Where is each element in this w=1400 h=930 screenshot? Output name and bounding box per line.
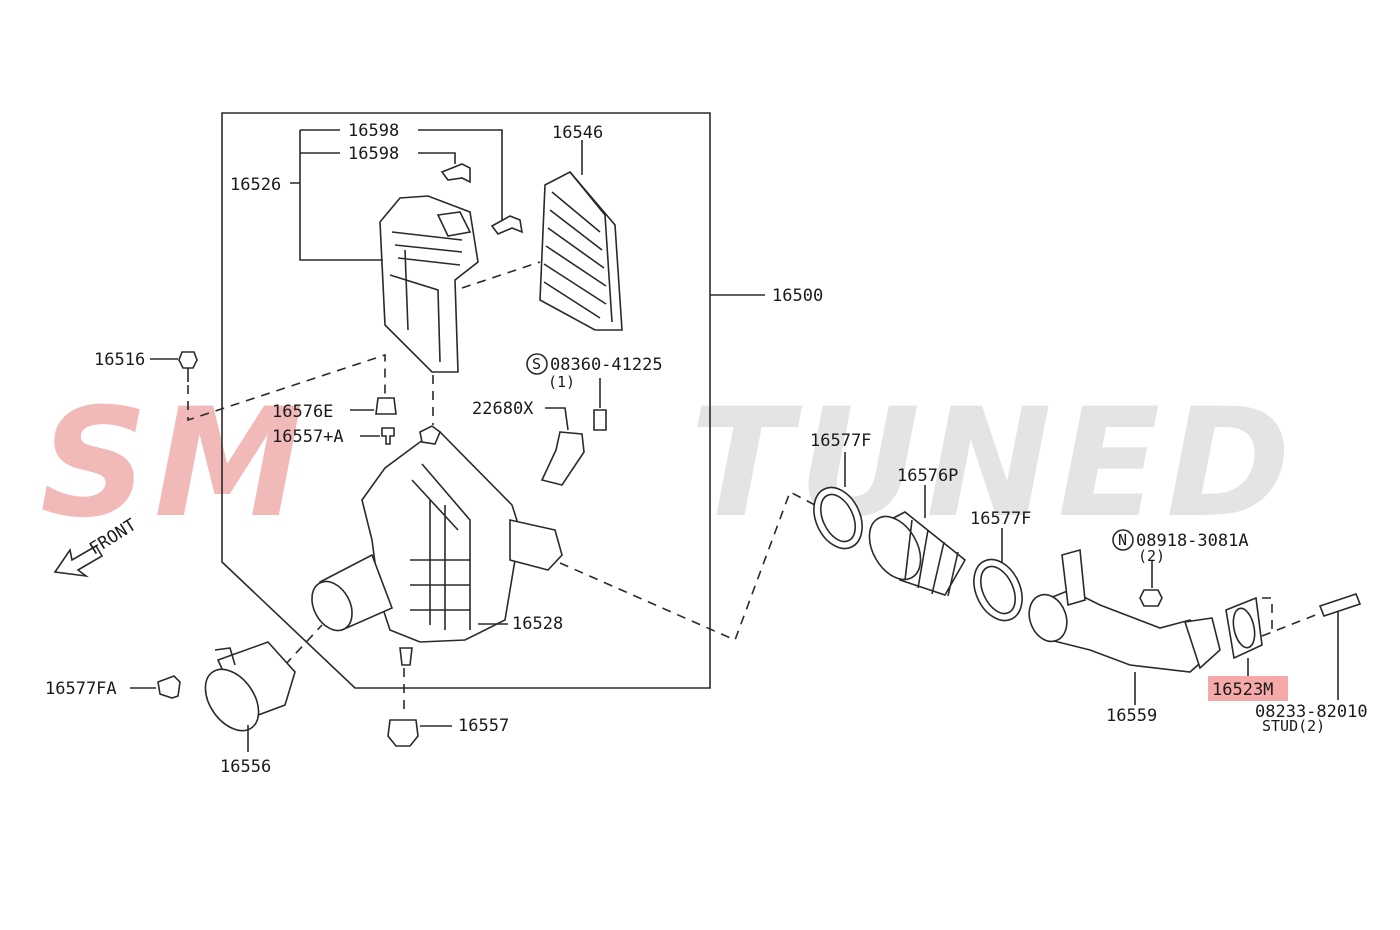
label-16557a[interactable]: 16557+A bbox=[272, 427, 344, 447]
upper-cover-part bbox=[379, 195, 479, 373]
filter-dashed bbox=[461, 261, 541, 289]
sensor-22680x-part bbox=[540, 431, 585, 486]
screw-symbol-letter: S bbox=[532, 355, 541, 373]
clamp-16577f-b-part bbox=[973, 558, 1023, 622]
leader-16526 bbox=[290, 129, 383, 261]
grommet-16576e-part bbox=[375, 397, 397, 415]
screw-08360-part bbox=[593, 409, 607, 431]
stud-08233-part bbox=[1318, 593, 1362, 617]
label-08233-82010[interactable]: 08233-82010 bbox=[1255, 702, 1368, 722]
nut-symbol-letter: N bbox=[1118, 531, 1127, 549]
clip-part-a bbox=[440, 163, 471, 184]
filter-element-part bbox=[539, 170, 623, 331]
pin-16557a-part bbox=[381, 427, 395, 445]
label-16500[interactable]: 16500 bbox=[772, 286, 823, 306]
leader-22680x bbox=[545, 407, 569, 431]
label-16577fa[interactable]: 16577FA bbox=[45, 679, 117, 699]
label-16598-b[interactable]: 16598 bbox=[348, 144, 399, 164]
bolt-16516-dashed bbox=[187, 353, 386, 422]
assembly-outline bbox=[221, 112, 711, 689]
label-16556[interactable]: 16556 bbox=[220, 757, 271, 777]
watermark-right: TUNED bbox=[690, 377, 1297, 551]
clamp-16577f-a-part bbox=[813, 486, 863, 550]
grommet-16557-part bbox=[387, 719, 419, 747]
screw-symbol bbox=[526, 353, 548, 375]
watermark-left: SM bbox=[40, 377, 309, 551]
part-highlight bbox=[1208, 676, 1288, 701]
leader-16598 bbox=[418, 129, 503, 220]
label-16559[interactable]: 16559 bbox=[1106, 706, 1157, 726]
bolt-16516-part bbox=[178, 351, 198, 382]
label-16576e[interactable]: 16576E bbox=[272, 402, 333, 422]
label-16528[interactable]: 16528 bbox=[512, 614, 563, 634]
clip-part-b bbox=[490, 215, 524, 235]
label-16576p[interactable]: 16576P bbox=[897, 466, 958, 486]
stud-dashed bbox=[1261, 613, 1319, 637]
label-16523m[interactable]: 16523M bbox=[1212, 680, 1273, 700]
label-stud-note: STUD(2) bbox=[1262, 717, 1325, 735]
label-16516[interactable]: 16516 bbox=[94, 350, 145, 370]
label-16598-a[interactable]: 16598 bbox=[348, 121, 399, 141]
watermark: SM TUNED bbox=[40, 377, 1297, 551]
label-16557[interactable]: 16557 bbox=[458, 716, 509, 736]
case-to-adapter-dashed bbox=[284, 624, 323, 666]
duct-16559-part bbox=[1028, 548, 1221, 673]
clip-16577fa-part bbox=[157, 675, 181, 699]
label-16526[interactable]: 16526 bbox=[230, 175, 281, 195]
label-08918-3081a[interactable]: 08918-3081A bbox=[1136, 531, 1249, 551]
label-08360-qty: (1) bbox=[548, 373, 575, 391]
label-08918-qty: (2) bbox=[1138, 547, 1165, 565]
label-16546[interactable]: 16546 bbox=[552, 123, 603, 143]
lower-case-part bbox=[311, 425, 563, 666]
hose-16576p-part bbox=[868, 511, 967, 597]
gasket-16523m-part bbox=[1225, 596, 1263, 660]
label-08360-41225[interactable]: 08360-41225 bbox=[550, 355, 663, 375]
nut-08918-part bbox=[1139, 589, 1163, 607]
label-16577f-a[interactable]: 16577F bbox=[810, 431, 871, 451]
gasket-dashed bbox=[1262, 597, 1273, 630]
adapter-16556-part bbox=[204, 641, 296, 732]
nut-symbol bbox=[1112, 529, 1134, 551]
label-22680x[interactable]: 22680X bbox=[472, 399, 534, 419]
label-16577f-b[interactable]: 16577F bbox=[970, 509, 1031, 529]
